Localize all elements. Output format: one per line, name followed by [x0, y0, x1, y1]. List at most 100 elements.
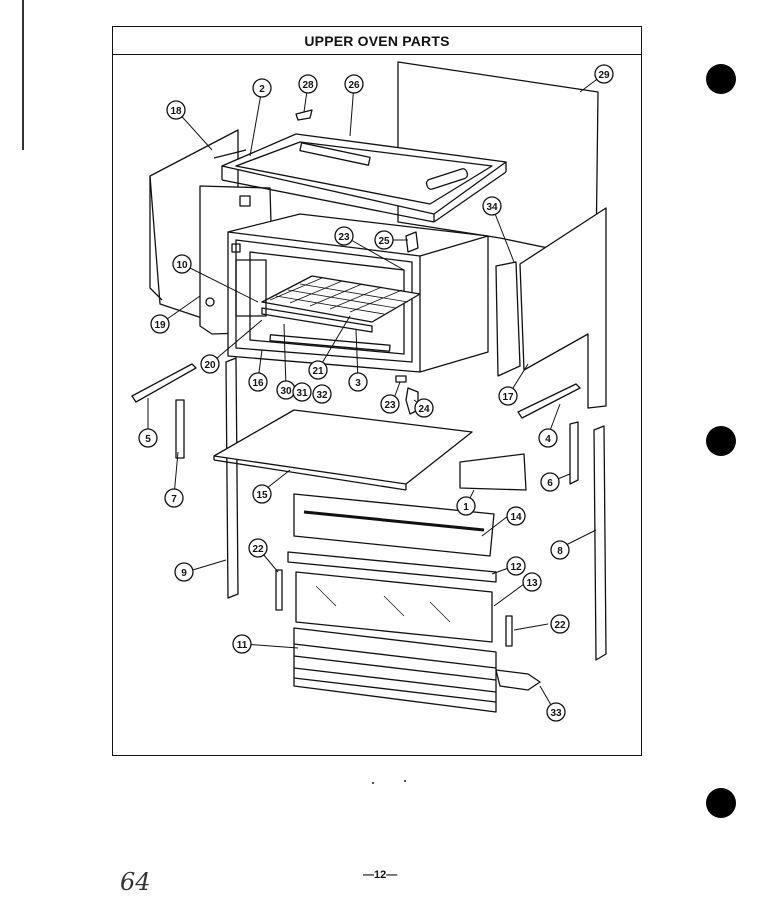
part-5-rail — [131, 363, 197, 403]
callout-31-label: 31 — [296, 388, 308, 399]
scan-edge-line — [22, 0, 24, 150]
part-28-clip — [295, 109, 313, 121]
diagram-title: UPPER OVEN PARTS — [304, 32, 450, 49]
part-26-top-panel — [213, 133, 507, 223]
callout-23a-label: 23 — [338, 232, 350, 243]
part-15-bottom-plate — [213, 409, 473, 491]
callout-24-label: 24 — [418, 404, 430, 415]
binder-hole-middle — [706, 426, 736, 456]
callout-15: 15 — [252, 484, 272, 504]
leader-lines — [147, 73, 605, 711]
callout-3: 3 — [348, 372, 368, 392]
callout-21: 21 — [308, 360, 328, 380]
callout-19-label: 19 — [154, 320, 166, 331]
callout-6-label: 6 — [547, 478, 553, 489]
callout-19: 19 — [150, 314, 170, 334]
part-1-channel — [459, 453, 527, 491]
part-6-strip — [569, 421, 579, 485]
part-9-strip — [225, 357, 239, 599]
callout-12: 12 — [506, 556, 526, 576]
callout-16: 16 — [248, 372, 268, 392]
callout-1-label: 1 — [463, 502, 469, 513]
callout-29-label: 29 — [598, 70, 610, 81]
callout-32-label: 32 — [316, 390, 328, 401]
callout-34-label: 34 — [486, 202, 498, 213]
callout-22a-label: 22 — [252, 544, 264, 555]
part-12-trim — [287, 551, 497, 583]
part-7-bracket — [175, 399, 185, 459]
callout-21-label: 21 — [312, 366, 324, 377]
callout-8-label: 8 — [557, 546, 563, 557]
callout-22b: 22 — [550, 614, 570, 634]
callout-2: 2 — [252, 78, 272, 98]
part-22-strip-right — [505, 615, 513, 647]
title-bar: UPPER OVEN PARTS — [113, 27, 641, 55]
scan-speck — [372, 782, 374, 784]
callout-25-label: 25 — [378, 236, 390, 247]
callout-30-label: 30 — [280, 386, 292, 397]
part-23-clip — [395, 375, 407, 383]
callout-6: 6 — [540, 472, 560, 492]
callout-20: 20 — [200, 354, 220, 374]
part-25-bracket — [405, 231, 419, 253]
part-33-hinge — [495, 669, 541, 691]
binder-hole-bottom — [706, 788, 736, 818]
callout-14: 14 — [506, 506, 526, 526]
callout-13: 13 — [522, 572, 542, 592]
callout-4: 4 — [538, 428, 558, 448]
callout-30: 30 — [276, 380, 296, 400]
part-22-strip-left — [275, 569, 283, 611]
part-4-rail — [517, 383, 581, 419]
scan-speck — [404, 780, 406, 782]
callout-17-label: 17 — [502, 392, 514, 403]
oven-cavity — [227, 213, 489, 373]
callout-22a: 22 — [248, 538, 268, 558]
callout-7: 7 — [164, 488, 184, 508]
callout-18: 18 — [166, 100, 186, 120]
callout-9: 9 — [174, 562, 194, 582]
callout-9-label: 9 — [181, 568, 187, 579]
callout-24: 24 — [414, 398, 434, 418]
part-11-handle — [293, 627, 497, 713]
callout-34: 34 — [482, 196, 502, 216]
callout-13-label: 13 — [526, 578, 538, 589]
callout-20-label: 20 — [204, 360, 216, 371]
part-8-strip — [593, 425, 607, 661]
callout-23b-label: 23 — [384, 400, 396, 411]
callout-15-label: 15 — [256, 490, 268, 501]
callout-32: 32 — [312, 384, 332, 404]
callout-22b-label: 22 — [554, 620, 566, 631]
callout-5-label: 5 — [145, 434, 151, 445]
callout-11-label: 11 — [237, 640, 248, 651]
diagram-frame: UPPER OVEN PARTS — [112, 26, 642, 756]
callout-8: 8 — [550, 540, 570, 560]
callout-7-label: 7 — [171, 494, 177, 505]
part-34-panel — [495, 261, 521, 377]
callout-12-label: 12 — [510, 562, 522, 573]
callout-23a: 23 — [334, 226, 354, 246]
callout-10: 10 — [172, 254, 192, 274]
part-14-vent — [293, 493, 495, 557]
callout-33-label: 33 — [550, 708, 562, 719]
callout-16-label: 16 — [252, 378, 264, 389]
callout-26: 26 — [344, 74, 364, 94]
callout-28: 28 — [298, 74, 318, 94]
callout-10-label: 10 — [176, 260, 188, 271]
callout-28-label: 28 — [302, 80, 314, 91]
callout-17: 17 — [498, 386, 518, 406]
part-13-glass — [295, 571, 493, 643]
binder-hole-top — [706, 64, 736, 94]
callout-4-label: 4 — [545, 434, 551, 445]
callout-14-label: 14 — [510, 512, 522, 523]
callout-2-label: 2 — [259, 84, 265, 95]
callouts: 18 2 28 26 29 34 23 25 10 19 20 16 30 31… — [138, 64, 614, 722]
callout-5: 5 — [138, 428, 158, 448]
callout-18-label: 18 — [170, 106, 182, 117]
callout-1: 1 — [456, 496, 476, 516]
callout-29: 29 — [594, 64, 614, 84]
callout-31: 31 — [292, 382, 312, 402]
callout-25: 25 — [374, 230, 394, 250]
callout-26-label: 26 — [348, 80, 360, 91]
handwritten-note: 64 — [120, 868, 151, 896]
